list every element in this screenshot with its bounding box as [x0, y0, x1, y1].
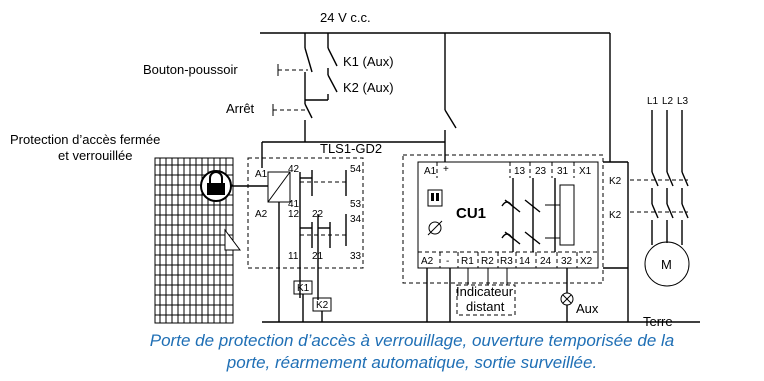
motor-label: M — [661, 257, 672, 272]
terminal-54: 54 — [350, 164, 362, 175]
k2-aux-label: K2 (Aux) — [343, 80, 394, 95]
contactor-k2-label-2: K2 — [609, 210, 622, 221]
terminal-41: 41 — [288, 199, 300, 210]
relay-terminal-32: 32 — [561, 256, 573, 267]
terminal-34: 34 — [350, 214, 362, 225]
switch-box — [247, 157, 364, 269]
terminal-42: 42 — [288, 164, 300, 175]
aux-label: Aux — [576, 301, 599, 316]
relay-terminal-r2: R2 — [481, 256, 494, 267]
stop-label: Arrêt — [226, 101, 255, 116]
motor-icon — [644, 241, 690, 287]
relay-terminal-a2: A2 — [421, 256, 434, 267]
k1-aux-contact — [327, 47, 338, 67]
ground-label: Terre — [643, 314, 673, 329]
relay-terminal-r1: R1 — [461, 256, 474, 267]
figure-caption: Porte de protection d’accès à verrouilla… — [60, 330, 764, 374]
k2-aux-contact — [327, 74, 338, 93]
relay-contacts — [501, 178, 575, 252]
relay-name: CU1 — [456, 205, 486, 222]
dip-lever — [436, 193, 439, 201]
push-button-label: Bouton-poussoir — [143, 62, 238, 77]
terminal-12: 12 — [288, 209, 300, 220]
aux-lamp-icon — [560, 292, 574, 306]
terminal-22: 22 — [312, 209, 324, 220]
relay-terminal-31: 31 — [557, 166, 569, 177]
remote-indicator-line2: distant — [466, 299, 505, 314]
contactor-k2-label-1: K2 — [609, 176, 622, 187]
supply-label: 24 V c.c. — [320, 10, 371, 25]
terminal-a1: A1 — [255, 169, 268, 180]
terminal-a2: A2 — [255, 209, 268, 220]
phase-l1: L1 — [647, 96, 659, 107]
terminal-53: 53 — [350, 199, 362, 210]
relay-terminal-plus: + — [443, 164, 449, 175]
relay-terminal-x2: X2 — [580, 256, 593, 267]
terminal-21: 21 — [312, 251, 324, 262]
padlock-icon — [200, 170, 232, 202]
relay-body — [417, 161, 599, 269]
coil-diagonal — [267, 171, 291, 203]
relay-terminal-14: 14 — [519, 256, 531, 267]
phase-l3: L3 — [677, 96, 689, 107]
k1-coil-label: K1 — [297, 283, 310, 294]
push-button-contact — [304, 47, 313, 73]
relay-terminal-13: 13 — [514, 166, 526, 177]
caption-line1: Porte de protection d’accès à verrouilla… — [149, 331, 675, 350]
dip-switch-icon — [427, 189, 443, 207]
potentiometer-icon — [427, 220, 443, 236]
relay-terminal-minus: - — [446, 256, 449, 267]
remote-indicator-line1: Indicateur — [456, 284, 514, 299]
relay-outline — [402, 154, 604, 284]
phase-l2: L2 — [662, 96, 674, 107]
three-phase-lines — [630, 110, 689, 245]
k1-aux-label: K1 (Aux) — [343, 54, 394, 69]
relay-terminal-x1: X1 — [579, 166, 592, 177]
k2-coil-label: K2 — [316, 300, 329, 311]
relay-feed-contact — [444, 109, 457, 129]
relay-bottom-terminal-boxes — [418, 251, 598, 268]
remote-indicator-box — [456, 284, 516, 316]
stop-contact — [304, 103, 313, 119]
dip-lever — [431, 193, 434, 201]
guard-label-line1: Protection d’accès fermée — [10, 132, 160, 147]
relay-terminal-a1: A1 — [424, 166, 437, 177]
relay-terminal-r3: R3 — [500, 256, 513, 267]
guard-label-line2: et verrouillée — [58, 148, 132, 163]
relay-top-terminal-boxes — [436, 162, 575, 178]
switch-name: TLS1-GD2 — [320, 141, 382, 156]
relay-terminal-23: 23 — [535, 166, 547, 177]
caption-line2: porte, réarmement automatique, sortie su… — [226, 353, 598, 372]
terminal-11: 11 — [288, 251, 299, 262]
relay-terminal-24: 24 — [540, 256, 552, 267]
terminal-33: 33 — [350, 251, 362, 262]
